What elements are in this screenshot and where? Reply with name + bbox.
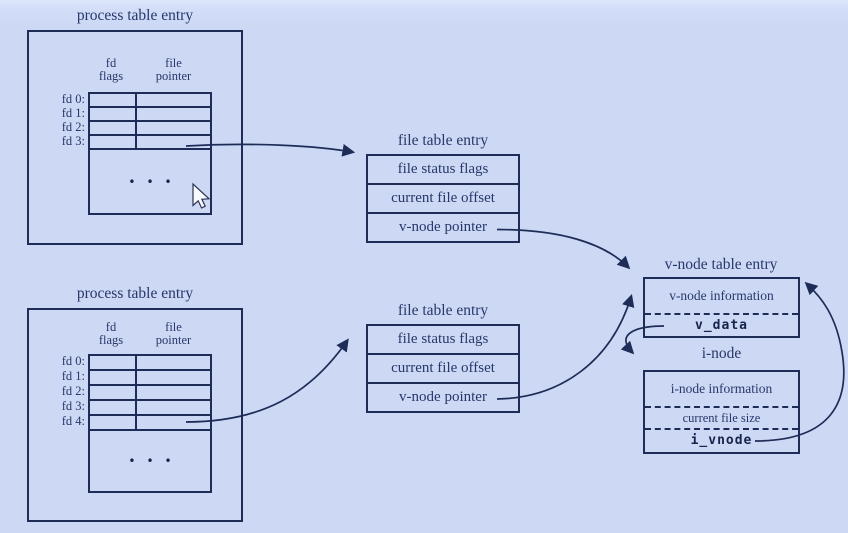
i-vnode-row: i_vnode [690, 432, 753, 448]
fd-row-label: fd 0: [61, 92, 85, 106]
fd-row [90, 94, 210, 108]
file-status-flags-row: file status flags [397, 331, 489, 347]
current-file-size-row: current file size [682, 410, 761, 425]
fd-row [90, 356, 210, 371]
fd-rows-bottom [90, 356, 210, 431]
file-pointer-column-header: file pointer [155, 320, 192, 347]
file-table-bottom-box: file status flags current file offset v-… [366, 324, 520, 413]
fd-row-label: fd 1: [61, 369, 85, 383]
vnode-information-row: v-node information [669, 288, 774, 303]
ellipsis-dots: ••• [128, 174, 183, 189]
column-divider [135, 356, 137, 431]
fd-rows-top [90, 94, 210, 150]
fd-row-label: fd 3: [61, 399, 85, 413]
dashed-divider [645, 406, 798, 408]
vnode-table-title: v-node table entry [664, 256, 778, 273]
v-node-pointer-row: v-node pointer [368, 212, 518, 241]
vnode-table-box: v-node information v_data [643, 277, 800, 338]
file-pointer-column-header: file pointer [155, 56, 192, 83]
column-divider [135, 94, 137, 150]
process-table-bottom-title: process table entry [76, 285, 194, 302]
fd-row-label: fd 4: [61, 414, 85, 428]
file-table-top-title: file table entry [397, 132, 489, 149]
inode-title: i-node [701, 345, 742, 362]
fd-table-top: ••• [88, 92, 212, 215]
fd-row [90, 416, 210, 431]
fd-flags-column-header: fd flags [98, 56, 124, 83]
fd-flags-column-header: fd flags [98, 320, 124, 347]
ellipsis-dots: ••• [128, 454, 183, 468]
inode-information-row: i-node information [670, 381, 773, 396]
fd-table-bottom: ••• [88, 354, 212, 493]
fd-row [90, 386, 210, 401]
fd-row-label: fd 3: [61, 134, 85, 148]
fd-row-label: fd 1: [61, 106, 85, 120]
ellipsis-cell: ••• [90, 150, 210, 213]
dashed-divider [645, 428, 798, 430]
current-file-offset-row: current file offset [368, 183, 518, 212]
fd-row-label: fd 2: [61, 120, 85, 134]
fd-row [90, 136, 210, 150]
fd-row [90, 108, 210, 122]
file-table-top-box: file status flags current file offset v-… [366, 154, 520, 243]
current-file-offset-row: current file offset [368, 353, 518, 382]
fd-row [90, 401, 210, 416]
fd-row-label: fd 0: [61, 354, 85, 368]
file-status-flags-row: file status flags [397, 161, 489, 177]
fd-row [90, 371, 210, 386]
file-table-bottom-title: file table entry [397, 302, 489, 319]
process-table-top-title: process table entry [76, 7, 194, 24]
dashed-divider [645, 313, 798, 315]
process-table-top-box [27, 30, 243, 245]
ellipsis-cell: ••• [90, 431, 210, 491]
v-data-row: v_data [695, 318, 748, 333]
inode-box: i-node information current file size i_v… [643, 370, 800, 454]
fd-row [90, 122, 210, 136]
v-node-pointer-row: v-node pointer [368, 382, 518, 411]
fd-row-label: fd 2: [61, 384, 85, 398]
